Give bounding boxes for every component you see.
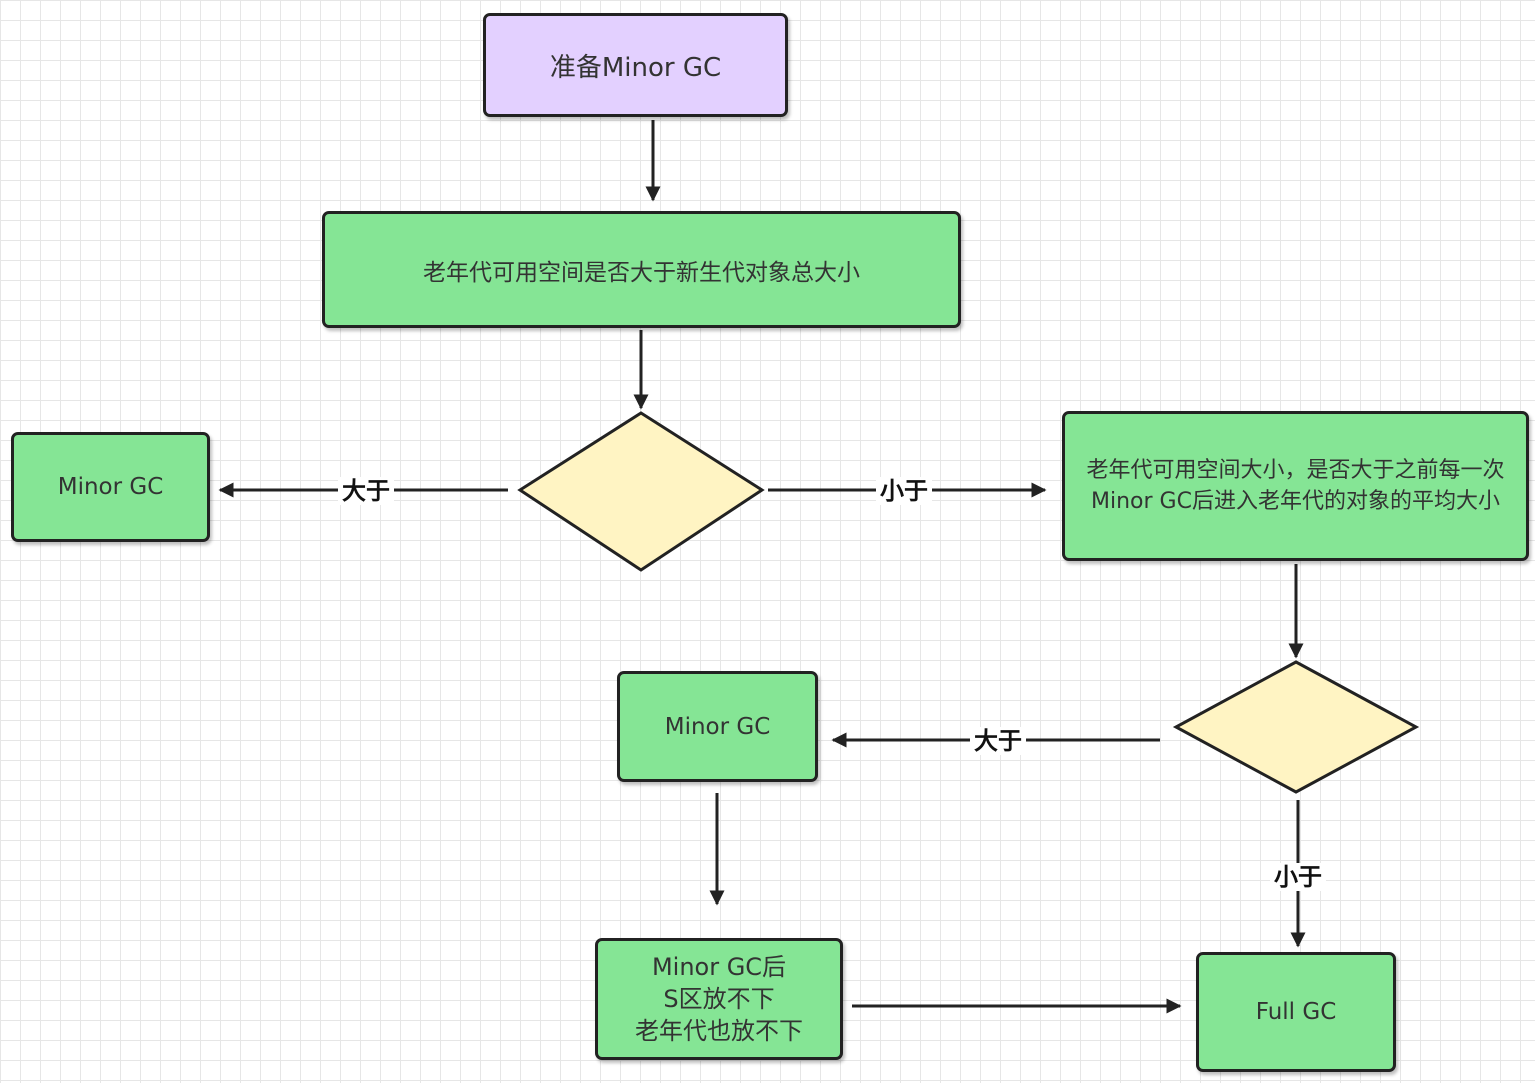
minor-gc-label-1: Minor GC [57,474,164,500]
edge-label-greater-1: 大于 [338,477,394,505]
decision-diamond-1[interactable] [517,411,765,572]
after-minor-gc-node[interactable]: Minor GC后 S区放不下 老年代也放不下 [595,938,843,1060]
start-node[interactable]: 准备Minor GC [483,13,788,117]
check-average-size-node[interactable]: 老年代可用空间大小，是否大于之前每一次Minor GC后进入老年代的对象的平均大… [1062,411,1529,561]
full-gc-node[interactable]: Full GC [1196,952,1396,1072]
after-minor-gc-line-1: Minor GC后 [651,953,787,981]
minor-gc-node-2[interactable]: Minor GC [617,671,818,782]
check-total-size-node[interactable]: 老年代可用空间是否大于新生代对象总大小 [322,211,961,328]
decision-diamond-2[interactable] [1172,660,1420,794]
after-minor-gc-line-2: S区放不下 [663,985,775,1013]
after-minor-gc-line-3: 老年代也放不下 [635,1017,803,1045]
full-gc-label: Full GC [1255,999,1337,1025]
edge-label-greater-2: 大于 [970,727,1026,755]
check-average-size-label: 老年代可用空间大小，是否大于之前每一次Minor GC后进入老年代的对象的平均大… [1086,458,1505,514]
start-node-label: 准备Minor GC [549,52,722,83]
minor-gc-label-2: Minor GC [664,713,771,740]
check-total-size-label: 老年代可用空间是否大于新生代对象总大小 [423,259,860,286]
edge-label-less-2: 小于 [1270,863,1326,891]
minor-gc-node-1[interactable]: Minor GC [11,432,210,542]
edge-label-less-1: 小于 [876,477,932,505]
